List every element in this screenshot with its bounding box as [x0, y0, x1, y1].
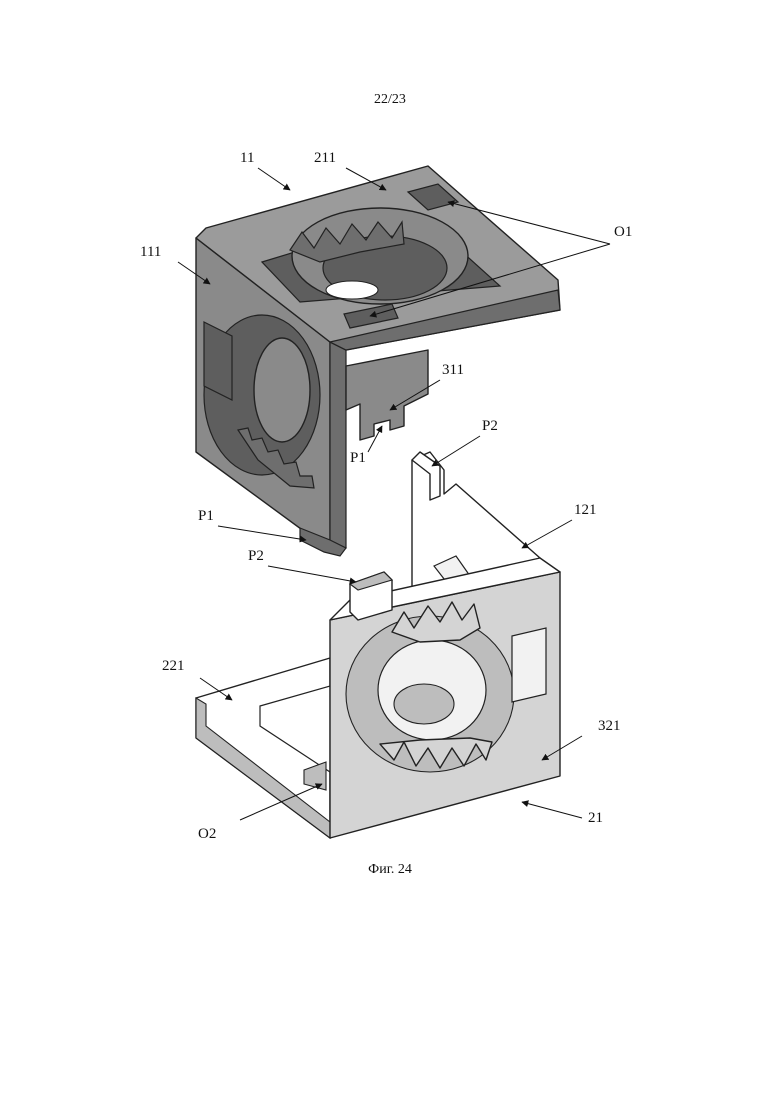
side-wall-inner-ring — [254, 338, 310, 442]
front-wall-slot — [512, 628, 546, 702]
leader-121 — [522, 520, 572, 548]
label-O1: O1 — [614, 224, 632, 240]
label-321: 321 — [598, 718, 621, 734]
label-211: 211 — [314, 150, 336, 166]
label-121: 121 — [574, 502, 597, 518]
lower-part-21 — [196, 452, 560, 838]
leader-P2-left — [268, 566, 356, 582]
label-11: 11 — [240, 150, 254, 166]
top-plate-see-through — [326, 281, 378, 299]
label-P2-top: P2 — [482, 418, 498, 434]
label-221: 221 — [162, 658, 185, 674]
label-311: 311 — [442, 362, 464, 378]
label-21: 21 — [588, 810, 603, 826]
upper-part-11 — [196, 166, 560, 556]
label-111: 111 — [140, 244, 161, 260]
side-wall-slot — [204, 322, 232, 400]
leader-P2-top — [432, 436, 480, 466]
leader-21 — [522, 802, 582, 818]
front-wall-inner-bore — [394, 684, 454, 724]
label-P2-left: P2 — [248, 548, 264, 564]
label-P1-left: P1 — [198, 508, 214, 524]
label-O2: O2 — [198, 826, 216, 842]
label-P1-mid: P1 — [350, 450, 366, 466]
leader-P1-left — [218, 526, 306, 540]
figure-caption: Фиг. 24 — [0, 862, 780, 878]
upper-side-wall-edge — [330, 342, 346, 548]
leader-11 — [258, 168, 290, 190]
